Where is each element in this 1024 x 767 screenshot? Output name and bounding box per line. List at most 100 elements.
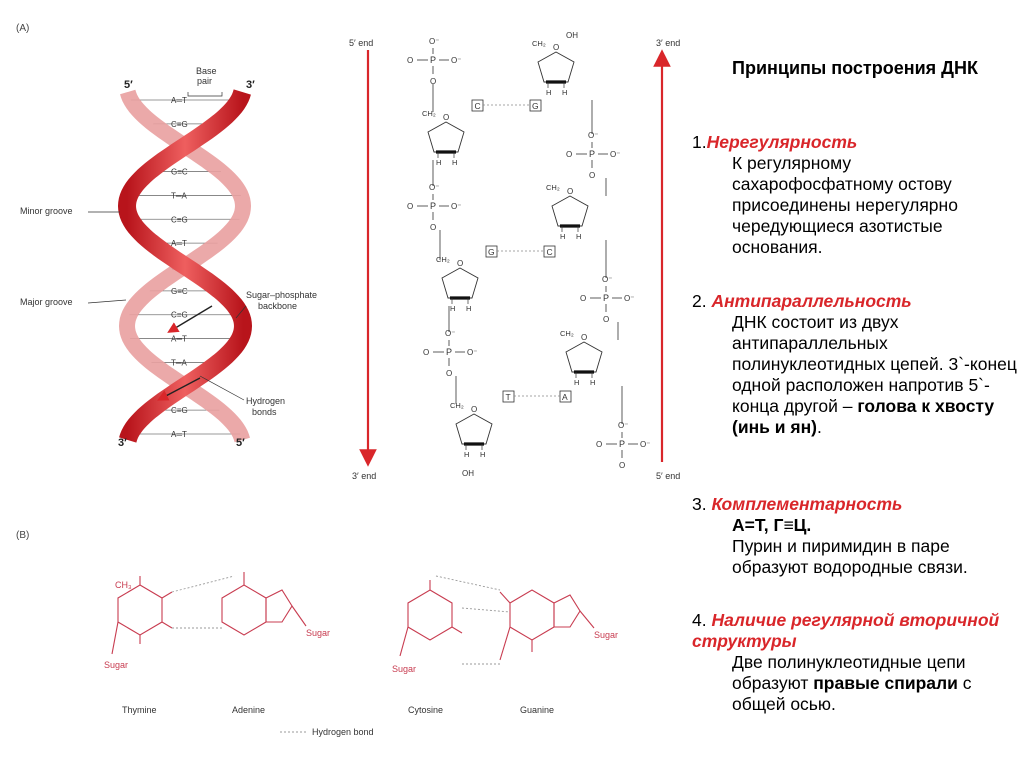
left-phosphate-1-o-left: O xyxy=(407,56,413,65)
guanine-label: Guanine xyxy=(520,705,554,715)
svg-text:C: C xyxy=(475,101,481,111)
principle-4-bold: правые спирали xyxy=(813,673,958,693)
base-c-left: C xyxy=(471,99,484,112)
figure-svg: A═TC≡GA═TG≡CT═AC≡GA═TC≡GG≡CC≡GA═TT═AC≡GC… xyxy=(20,31,680,737)
right-phosphate-2-o-top: O⁻ xyxy=(602,275,612,284)
base-g-left: G xyxy=(485,245,498,258)
principle-1-heading: Нерегулярность xyxy=(706,132,858,152)
backbone-label-2: backbone xyxy=(258,301,297,311)
base-pair-label: G≡C xyxy=(171,287,188,296)
principle-3-body: Пурин и пиримидин в паре образуют водоро… xyxy=(732,536,968,577)
guanine-ring xyxy=(509,589,555,641)
right-sugar-1-ch2: CH₂ xyxy=(532,39,546,48)
left-top-end: 5′ end xyxy=(349,38,373,48)
svg-text:H: H xyxy=(560,232,565,241)
svg-text:H: H xyxy=(450,304,455,313)
right-phosphate-3-o-left: O xyxy=(596,440,602,449)
principle-2-tail: . xyxy=(817,417,822,437)
right-phosphate-1-p: P xyxy=(589,149,595,159)
base-pair-label-1: Base xyxy=(196,66,217,76)
right-phosphate-3-o-bottom: O xyxy=(619,461,625,470)
base-pair-label: C≡G xyxy=(171,406,188,415)
principle-2-body-wrap: ДНК состоит из двух антипараллельных пол… xyxy=(692,312,1017,438)
svg-text:H: H xyxy=(480,450,485,459)
svg-text:O: O xyxy=(443,113,449,122)
panel-a-label: (A) xyxy=(16,23,30,34)
left-phosphate-3-o-left: O xyxy=(423,348,429,357)
right-sugar-2-ch2: CH₂ xyxy=(546,183,560,192)
adenine-ring xyxy=(221,584,267,636)
cytosine-ring xyxy=(407,589,453,641)
left-sugar-1 xyxy=(427,121,465,153)
base-pair-label: C≡G xyxy=(171,311,188,320)
right-phosphate-1-o-left: O xyxy=(566,150,572,159)
principle-2: 2. Антипараллельность ДНК состоит из дву… xyxy=(692,291,1017,438)
left-sugar-3 xyxy=(455,413,493,445)
right-phosphate-1-o-top: O⁻ xyxy=(588,131,598,140)
left-phosphate-1-o-bottom: O xyxy=(430,77,436,86)
svg-text:H: H xyxy=(562,88,567,97)
right-sugar-2 xyxy=(551,195,589,227)
svg-text:H: H xyxy=(576,232,581,241)
sugar-adenine: Sugar xyxy=(306,628,330,638)
adenine-label: Adenine xyxy=(232,705,265,715)
left-phosphate-3-o-right: O⁻ xyxy=(467,348,477,357)
base-pair-label: A═T xyxy=(171,335,187,344)
left-bottom-end: 3′ end xyxy=(352,471,376,481)
svg-text:A: A xyxy=(562,392,568,402)
principle-4: 4. Наличие регулярной вторичной структур… xyxy=(692,610,1017,715)
svg-text:H: H xyxy=(464,450,469,459)
right-phosphate-3-o-right: O⁻ xyxy=(640,440,650,449)
svg-text:O: O xyxy=(581,333,587,342)
right-sugar-1 xyxy=(537,51,575,83)
left-phosphate-1-o-right: O⁻ xyxy=(451,56,461,65)
left-phosphate-3-o-bottom: O xyxy=(446,369,452,378)
right-phosphate-3-p: P xyxy=(619,439,625,449)
left-oh: OH xyxy=(462,469,474,478)
minor-groove-label: Minor groove xyxy=(20,206,73,216)
thymine-ring xyxy=(117,584,163,636)
svg-text:O: O xyxy=(567,187,573,196)
left-phosphate-2-o-top: O⁻ xyxy=(429,183,439,192)
backbone-label-1: Sugar–phosphate xyxy=(246,290,317,300)
right-phosphate-2-o-bottom: O xyxy=(603,315,609,324)
left-phosphate-2-p: P xyxy=(430,201,436,211)
base-pair-chemistry xyxy=(111,572,595,733)
svg-text:H: H xyxy=(590,378,595,387)
left-sugar-1-ch2: CH₂ xyxy=(422,109,436,118)
sugar-thymine: Sugar xyxy=(104,660,128,670)
hbonds-label-2: bonds xyxy=(252,407,277,417)
base-pair-label: A═T xyxy=(171,239,187,248)
base-pair-label: C≡G xyxy=(171,120,188,129)
sugar-cytosine: Sugar xyxy=(392,664,416,674)
svg-text:O: O xyxy=(553,43,559,52)
svg-text:C: C xyxy=(547,247,553,257)
right-phosphate-3-o-top: O⁻ xyxy=(618,421,628,430)
principle-3: 3. Комплементарность А=Т, Г≡Ц.Пурин и пи… xyxy=(692,494,1017,578)
base-c-right: C xyxy=(543,245,556,258)
svg-text:H: H xyxy=(436,158,441,167)
right-oh: OH xyxy=(566,31,578,40)
svg-text:G: G xyxy=(488,247,495,257)
hydrogen-bond-legend: Hydrogen bond xyxy=(312,727,374,737)
base-pair-label: A═T xyxy=(171,430,187,439)
principle-3-heading: Комплементарность xyxy=(711,494,903,514)
right-phosphate-2-o-right: O⁻ xyxy=(624,294,634,303)
svg-text:H: H xyxy=(546,88,551,97)
principle-2-number: 2. xyxy=(692,291,712,311)
left-phosphate-2-o-bottom: O xyxy=(430,223,436,232)
principle-4-heading: Наличие регулярной вторичной структуры xyxy=(692,610,1000,651)
cytosine-label: Cytosine xyxy=(408,705,443,715)
base-pair-label-2: pair xyxy=(197,76,212,86)
principle-4-body-wrap: Две полинуклеотидные цепи образуют правы… xyxy=(692,652,1017,715)
right-sugar-3 xyxy=(565,341,603,373)
base-pair-label: C≡G xyxy=(171,215,188,224)
left-phosphate-1-p: P xyxy=(430,55,436,65)
right-bottom-end: 5′ end xyxy=(656,471,680,481)
thymine-label: Thymine xyxy=(122,705,157,715)
panel-b-label: (B) xyxy=(16,530,30,541)
right-top-end: 3′ end xyxy=(656,38,680,48)
svg-text:O: O xyxy=(471,405,477,414)
principle-2-heading: Антипараллельность xyxy=(711,291,912,311)
